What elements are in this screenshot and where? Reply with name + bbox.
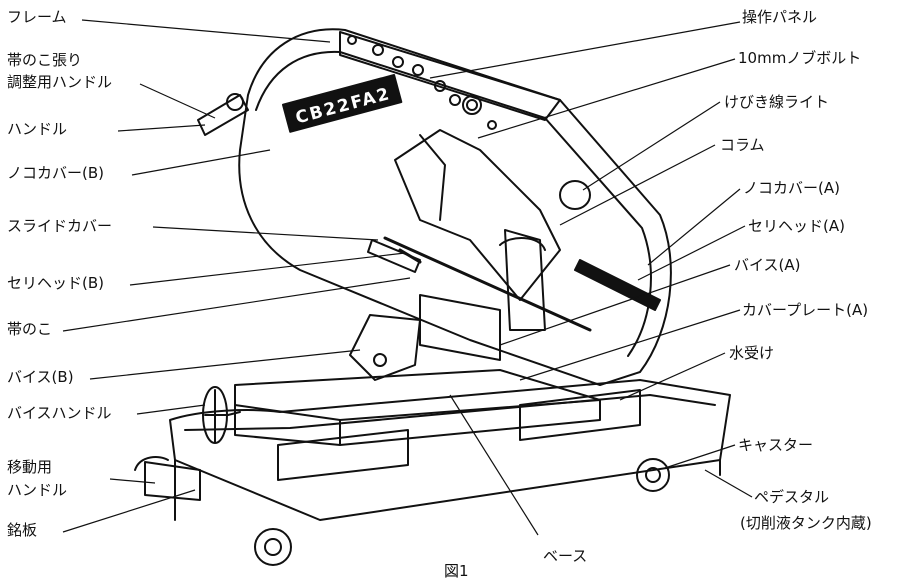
vise-a-jaw bbox=[419, 294, 501, 361]
caster-right bbox=[636, 458, 670, 492]
label-vise-handle: バイスハンドル bbox=[7, 404, 112, 422]
caster-left bbox=[254, 528, 292, 566]
water-tray-shape bbox=[169, 379, 731, 521]
label-frame: フレーム bbox=[7, 8, 67, 26]
label-caster: キャスター bbox=[738, 436, 814, 454]
saw-frame bbox=[238, 28, 672, 386]
column-block bbox=[394, 129, 561, 301]
vise-b bbox=[349, 314, 421, 381]
label-base: ベース bbox=[543, 547, 588, 565]
label-tension-handle-line2: 調整用ハンドル bbox=[7, 73, 113, 91]
label-scribe-light: けびき線ライト bbox=[724, 93, 830, 111]
label-water-tray: 水受け bbox=[729, 344, 775, 362]
figure-caption: 図1 bbox=[444, 562, 469, 580]
label-nameplate: 銘板 bbox=[7, 521, 38, 539]
label-seri-head-a: セリヘッド(A) bbox=[748, 217, 845, 235]
label-column: コラム bbox=[720, 136, 765, 154]
label-control-panel: 操作パネル bbox=[742, 8, 818, 26]
moving-handle-shape bbox=[144, 461, 201, 501]
label-pedestal-line2: (切削液タンク内蔵) bbox=[740, 514, 872, 532]
label-moving-handle-line2: ハンドル bbox=[7, 481, 68, 499]
base-table bbox=[234, 369, 601, 421]
label-cover-plate-a: カバープレート(A) bbox=[742, 301, 869, 319]
label-knob-bolt: 10mmノブボルト bbox=[738, 49, 862, 67]
label-pedestal-line1: ペデスタル bbox=[754, 488, 830, 506]
label-vise-a: バイス(A) bbox=[734, 256, 801, 274]
blade bbox=[383, 236, 592, 332]
column-post bbox=[504, 229, 546, 331]
label-seri-head-b: セリヘッド(B) bbox=[7, 274, 104, 292]
cover-plate bbox=[519, 389, 641, 441]
label-band-saw: 帯のこ bbox=[7, 320, 53, 338]
label-handle: ハンドル bbox=[7, 120, 68, 138]
control-panel-strip bbox=[339, 31, 561, 121]
label-tension-handle-line1: 帯のこ張り bbox=[7, 51, 83, 69]
label-saw-cover-b: ノコカバー(B) bbox=[7, 164, 104, 182]
label-vise-b: バイス(B) bbox=[7, 368, 74, 386]
frame-badge bbox=[281, 73, 403, 133]
label-moving-handle-line1: 移動用 bbox=[7, 458, 53, 476]
saw-frame-inner bbox=[255, 50, 652, 357]
label-saw-cover-a: ノコカバー(A) bbox=[743, 179, 840, 197]
label-slide-cover: スライドカバー bbox=[7, 217, 113, 235]
stripe-marks bbox=[574, 259, 661, 311]
